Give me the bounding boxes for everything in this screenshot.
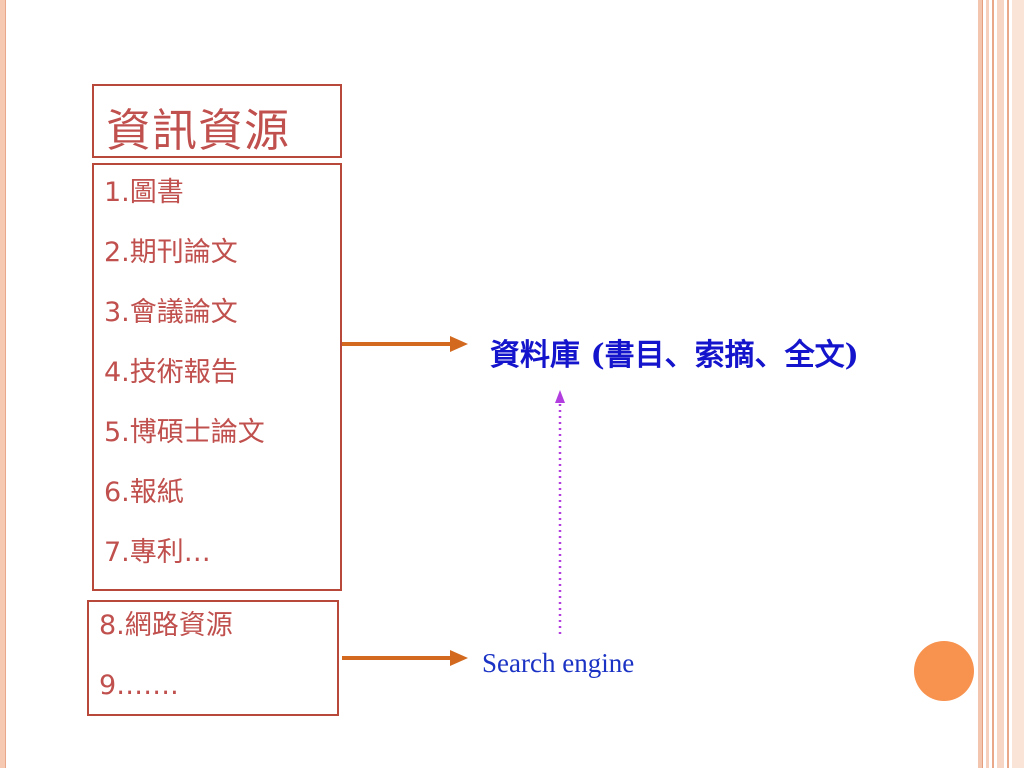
slide-title: 資訊資源: [106, 104, 291, 157]
web-resource-item: 9…….: [99, 670, 179, 701]
dotted-up-arrow: [555, 390, 565, 634]
resource-item: 4.技術報告: [104, 357, 238, 388]
resource-item: 6.報紙: [104, 477, 184, 508]
resource-item: 7.專利…: [104, 537, 211, 568]
resource-item: 3.會議論文: [104, 297, 238, 328]
right-border-stripes: [978, 0, 1024, 768]
accent-circle: [914, 641, 974, 701]
search-engine-label: Search engine: [482, 648, 635, 678]
resource-item: 1.圖書: [104, 177, 184, 208]
search-engine-arrow: [342, 650, 468, 666]
resource-item: 5.博碩士論文: [104, 417, 265, 448]
resource-list-box: 1.圖書 2.期刊論文 3.會議論文 4.技術報告 5.博碩士論文 6.報紙 7…: [92, 163, 342, 591]
title-box: 資訊資源: [92, 84, 342, 158]
left-border-stripe: [0, 0, 6, 768]
database-arrow: [342, 336, 468, 352]
database-label: 資料庫 (書目、索摘、全文): [490, 338, 859, 373]
resource-item: 2.期刊論文: [104, 237, 238, 268]
web-resource-list-box: 8.網路資源 9…….: [87, 600, 339, 716]
web-resource-item: 8.網路資源: [99, 610, 233, 641]
